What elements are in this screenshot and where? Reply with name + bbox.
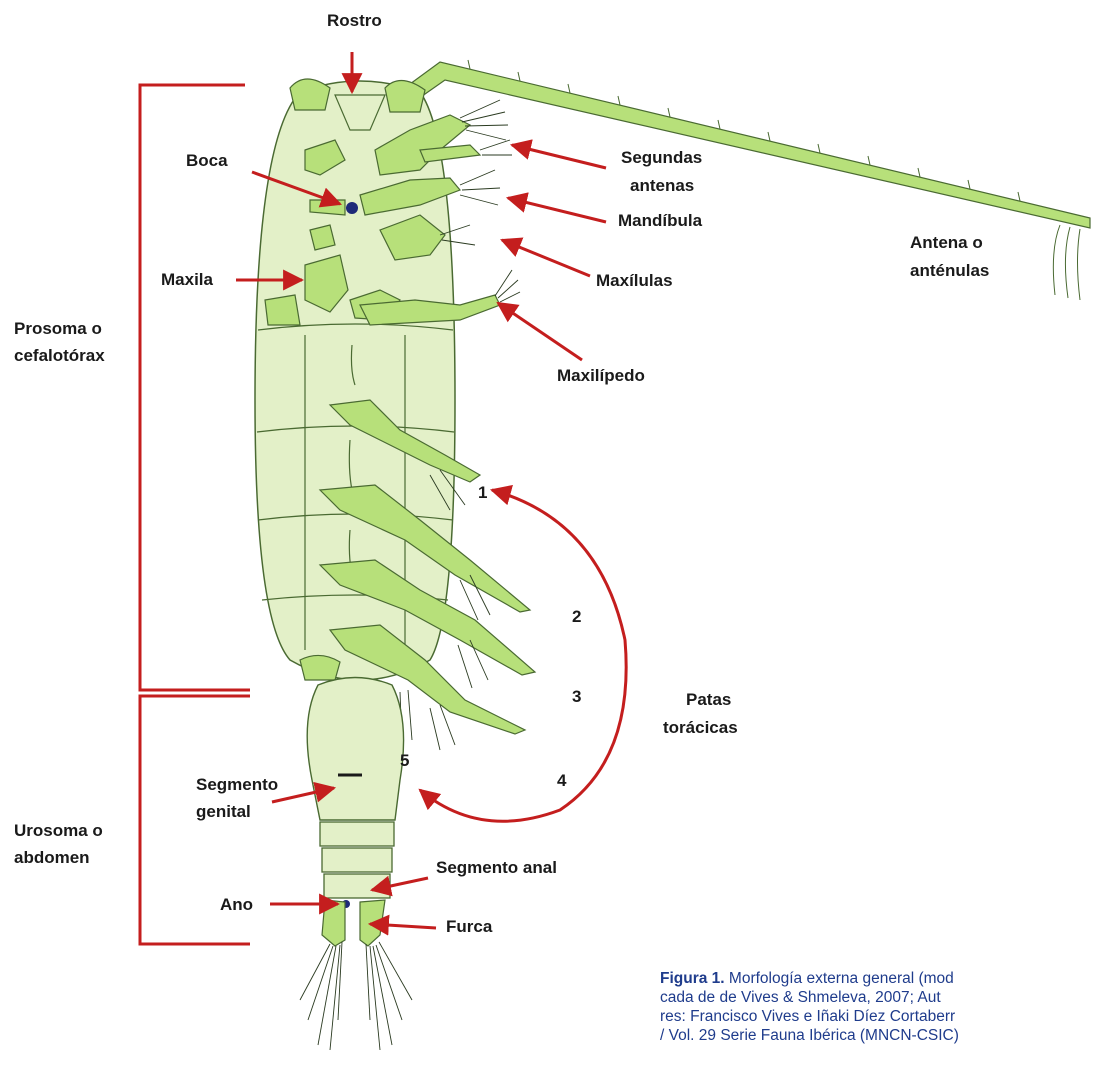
label-rostro: Rostro <box>327 11 382 30</box>
leg-number-2: 2 <box>572 607 581 626</box>
leg-number-3: 3 <box>572 687 581 706</box>
label-urosoma-1: Urosoma o <box>14 821 103 840</box>
leg-number-4: 4 <box>557 771 567 790</box>
leg-number-1: 1 <box>478 483 487 502</box>
label-urosoma-2: abdomen <box>14 848 90 867</box>
label-segundas-antenas-2: antenas <box>630 176 694 195</box>
caption-line-3: res: Francisco Vives e Iñaki Díez Cortab… <box>660 1007 1099 1026</box>
arrow-segundas-antenas <box>512 145 606 168</box>
label-maxilipedo: Maxilípedo <box>557 366 645 385</box>
label-mandibula: Mandíbula <box>618 211 703 230</box>
caption-line-2: cada de de Vives & Shmeleva, 2007; Aut <box>660 988 1099 1007</box>
label-ano: Ano <box>220 895 253 914</box>
mouth-dot <box>346 202 358 214</box>
caption-head: Figura 1. <box>660 970 725 987</box>
label-segmento-anal: Segmento anal <box>436 858 557 877</box>
caption-line-4: / Vol. 29 Serie Fauna Ibérica (MNCN-CSIC… <box>660 1026 1099 1045</box>
caption-line-1: Figura 1. Morfología externa general (mo… <box>660 969 1099 988</box>
label-prosoma-2: cefalotórax <box>14 346 105 365</box>
label-patas-1: Patas <box>686 690 731 709</box>
label-furca: Furca <box>446 917 493 936</box>
label-boca: Boca <box>186 151 228 170</box>
label-maxila: Maxila <box>161 270 214 289</box>
leg-number-5: 5 <box>400 751 409 770</box>
label-antena-1: Antena o <box>910 233 983 252</box>
figure-caption: Figura 1. Morfología externa general (mo… <box>660 969 1099 1061</box>
label-maxilulas: Maxílulas <box>596 271 673 290</box>
caption-line-1-rest: Morfología externa general (mod <box>725 970 954 987</box>
label-segundas-antenas-1: Segundas <box>621 148 702 167</box>
label-antena-2: anténulas <box>910 261 989 280</box>
arrow-maxilipedo <box>498 303 582 360</box>
label-segmento-genital-2: genital <box>196 802 251 821</box>
urosome <box>300 678 412 1051</box>
labels: Rostro Boca Segundas antenas Mandíbula A… <box>14 11 989 936</box>
arrow-maxilulas <box>502 240 590 276</box>
label-segmento-genital-1: Segmento <box>196 775 278 794</box>
label-patas-2: torácicas <box>663 718 738 737</box>
arrow-mandibula <box>508 198 606 222</box>
label-prosoma-1: Prosoma o <box>14 319 102 338</box>
